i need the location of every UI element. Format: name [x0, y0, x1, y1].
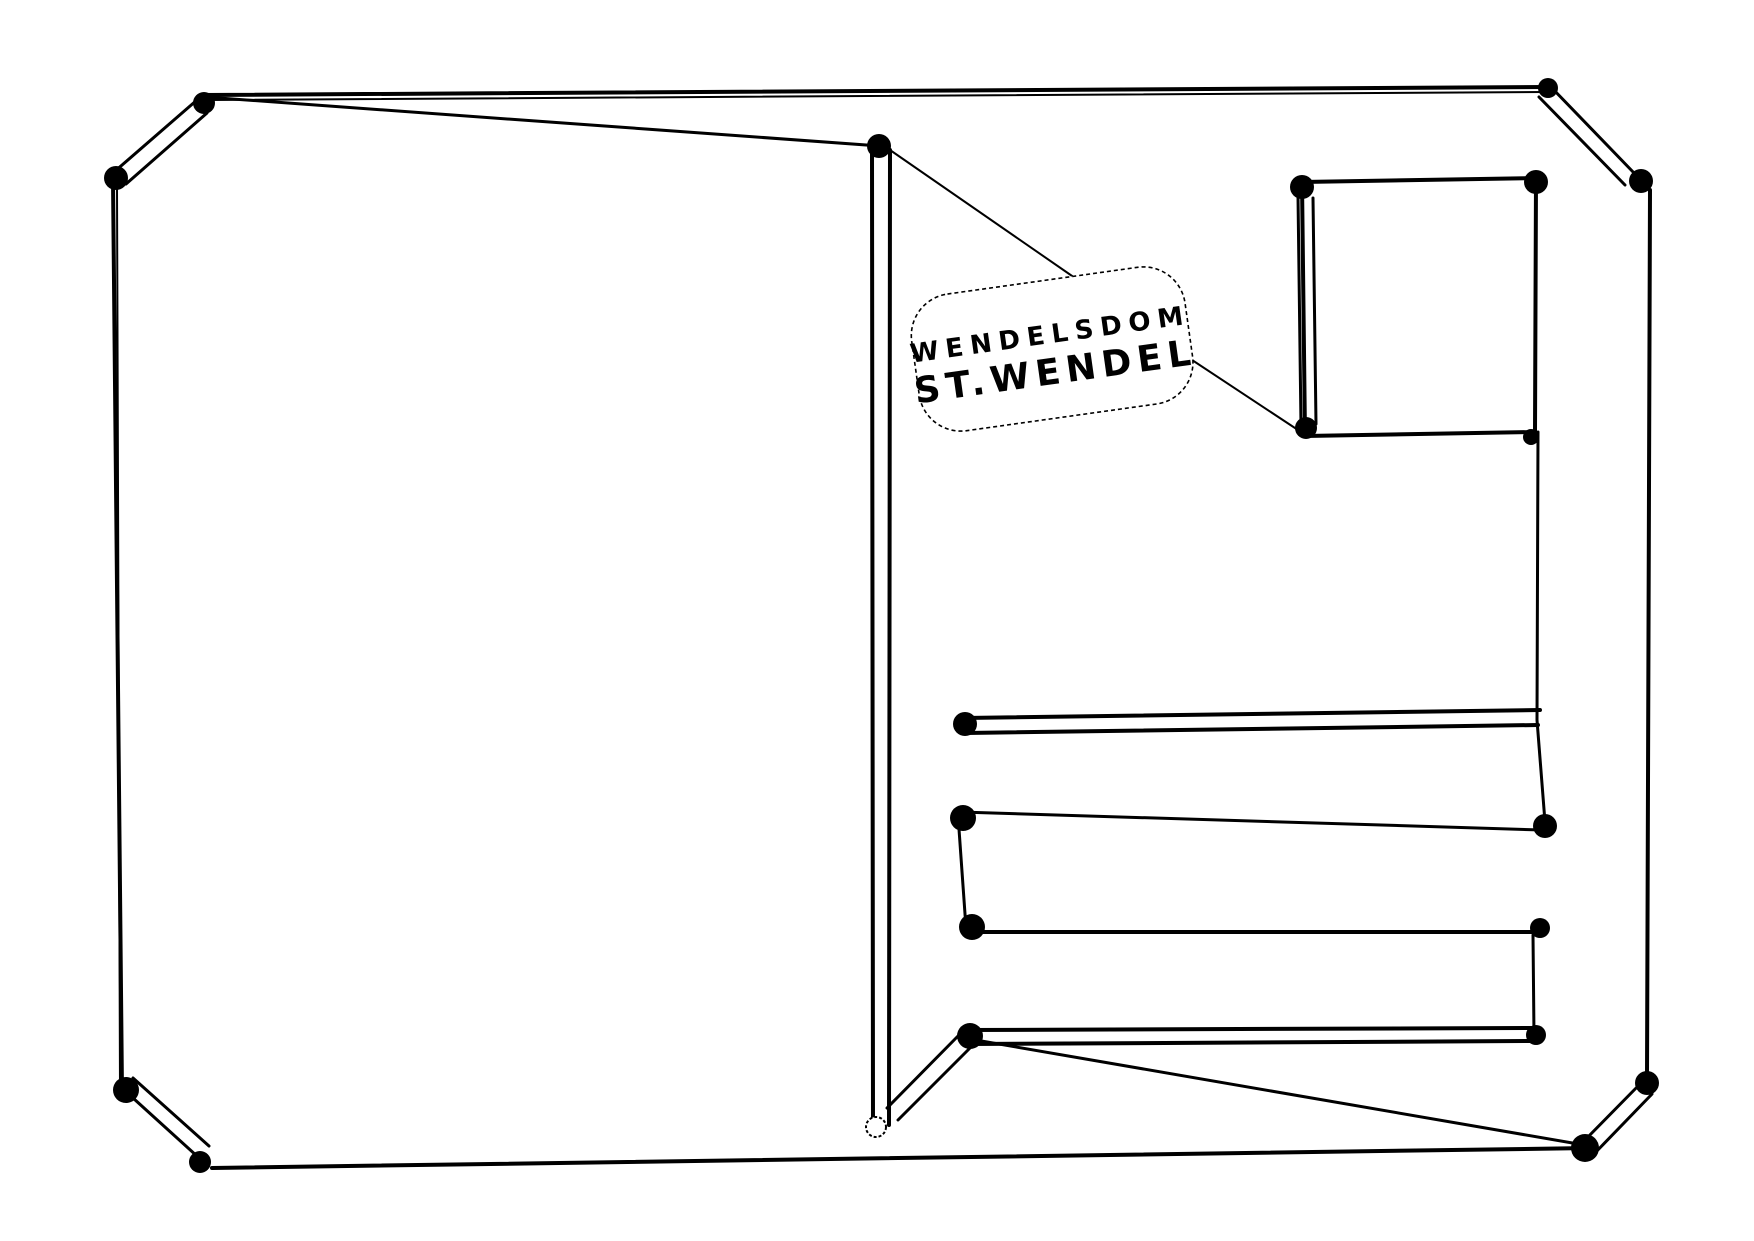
stamp-connector [889, 149, 1299, 431]
stamp-box [1296, 176, 1538, 438]
stamp-label: WENDELSDOM ST.WENDEL [908, 266, 1199, 432]
right-link-line [1535, 430, 1547, 824]
card-frame [111, 85, 1652, 1170]
corner-struts [112, 84, 1654, 1159]
center-divider [870, 146, 892, 1130]
top-guide-line [203, 95, 882, 148]
joint-nodes [104, 78, 1659, 1173]
address-lines [885, 708, 1586, 1147]
